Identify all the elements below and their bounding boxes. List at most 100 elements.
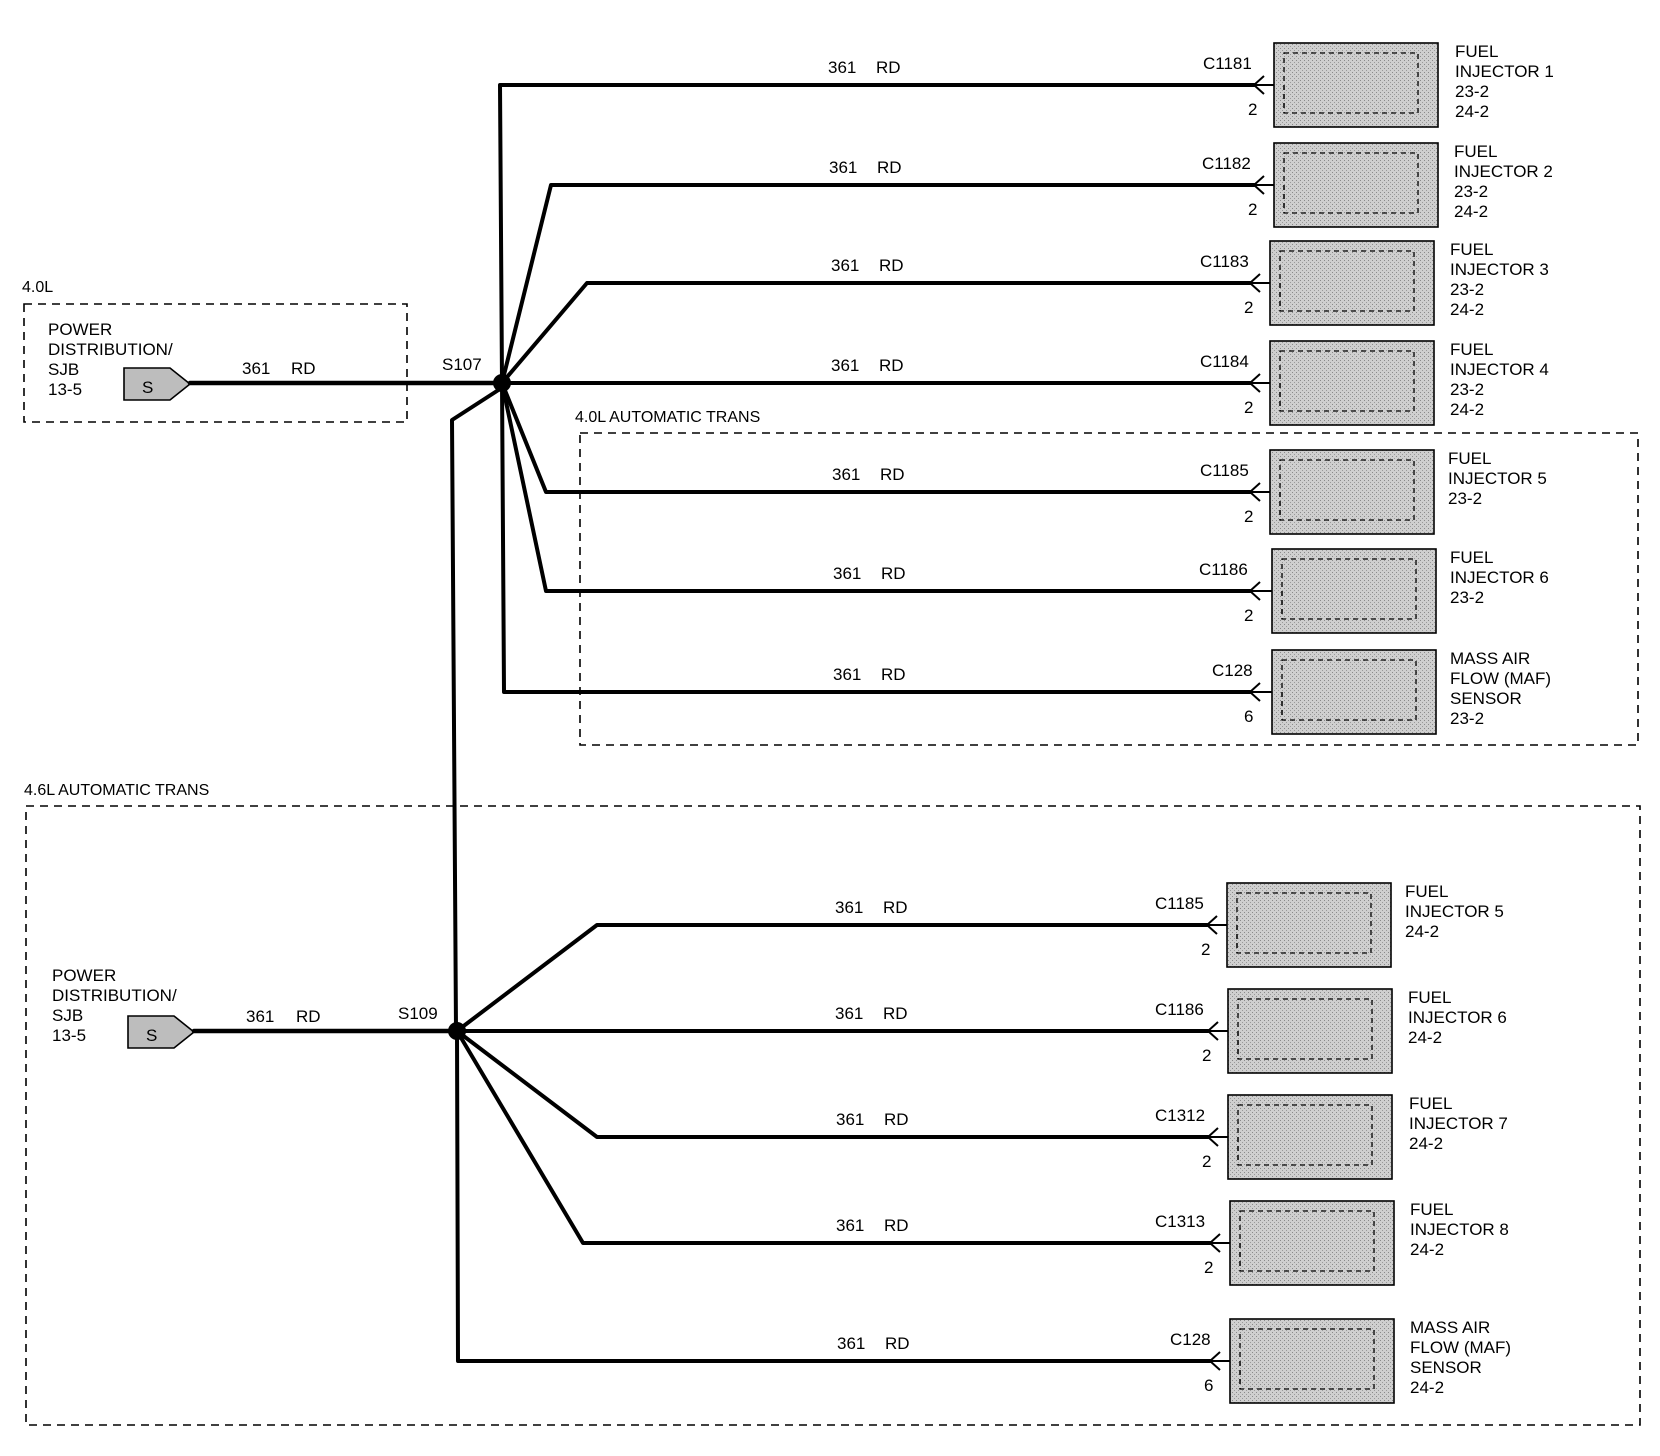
component-label-line: INJECTOR 7 [1409,1114,1508,1133]
component-label-line: INJECTOR 8 [1410,1220,1509,1239]
component-inner-outline [1279,459,1415,521]
splice-s109-label: S109 [398,1004,438,1023]
wire-circuit-label: 361 [836,1110,864,1129]
component-label-line: INJECTOR 6 [1450,568,1549,587]
component-inner-outline [1236,892,1372,954]
connector-id: C1313 [1155,1212,1205,1231]
component-label-line: FUEL [1454,142,1497,161]
source-2-color: RD [296,1007,321,1026]
splice-s109-dot [448,1022,466,1040]
source-1-terminal-icon [123,367,192,401]
component-label-line: FUEL [1405,882,1448,901]
wire-color-label: RD [876,58,901,77]
component-label-line: FUEL [1448,449,1491,468]
wire-circuit-label: 361 [831,256,859,275]
connector-pin: 2 [1244,606,1253,625]
wire-circuit-label: 361 [836,1216,864,1235]
component-inner-outline [1237,1104,1373,1166]
component-label-line: 23-2 [1450,709,1484,728]
source-2-pin: S [146,1026,157,1045]
source-1-pin: S [142,378,153,397]
wire-circuit-label: 361 [833,665,861,684]
component-body [1273,42,1439,128]
component-body [1229,1200,1395,1286]
component-label-line: 24-2 [1450,300,1484,319]
component-label-line: 24-2 [1405,922,1439,941]
component-label-line: 23-2 [1448,489,1482,508]
wire-color-label: RD [884,1216,909,1235]
wire-color-label: RD [879,256,904,275]
wire-circuit-label: 361 [828,58,856,77]
branch-wire [500,281,1252,385]
source-2-circuit: 361 [246,1007,274,1026]
connector-id: C1182 [1202,154,1251,173]
source-2-line-1: POWER [52,966,116,985]
source-2-terminal-icon [127,1015,196,1049]
component-label-line: FUEL [1450,548,1493,567]
wire-color-label: RD [885,1334,910,1353]
component-label-line: FLOW (MAF) [1450,669,1551,688]
component-body [1273,142,1439,228]
branch-wire [500,381,1252,593]
wire-color-label: RD [884,1110,909,1129]
connector-id: C1312 [1155,1106,1205,1125]
component-label-line: 24-2 [1408,1028,1442,1047]
component-label-line: INJECTOR 6 [1408,1008,1507,1027]
component-body [1269,240,1435,326]
component-label-line: INJECTOR 5 [1448,469,1547,488]
wire-circuit-label: 361 [835,898,863,917]
component-label-line: FUEL [1450,340,1493,359]
source-1-line-4: 13-5 [48,380,82,399]
component-label-line: FUEL [1408,988,1451,1007]
component-inner-outline [1237,998,1373,1060]
component-label-line: 24-2 [1410,1240,1444,1259]
splice-s107-label: S107 [442,355,482,374]
connector-pin: 2 [1244,298,1253,317]
wire-circuit-label: 361 [835,1004,863,1023]
connector-pin: 2 [1201,940,1210,959]
component-body [1271,548,1437,634]
connector-pin: 2 [1248,200,1257,219]
component-label-line: MASS AIR [1450,649,1530,668]
source-1-line-1: POWER [48,320,112,339]
component-label-line: 24-2 [1455,102,1489,121]
component-label-line: INJECTOR 4 [1450,360,1549,379]
component-inner-outline [1283,152,1419,214]
connector-pin: 2 [1204,1258,1213,1277]
source-2-line-2: DISTRIBUTION/ [52,986,177,1005]
zone-40l-label: 4.0L [22,279,53,296]
branch-wire [500,381,1252,494]
component-label-line: SENSOR [1410,1358,1482,1377]
component-body [1227,988,1393,1074]
connector-id: C1186 [1155,1000,1204,1019]
connector-pin: 6 [1244,707,1253,726]
zone-46l-auto-box [25,805,1641,1426]
connector-pin: 2 [1244,398,1253,417]
component-label-line: 23-2 [1450,380,1484,399]
source-1-circuit: 361 [242,359,270,378]
trunk-wire-s107-to-s109 [450,387,502,1032]
component-body [1229,1318,1395,1404]
component-label-line: 23-2 [1450,280,1484,299]
connector-pin: 2 [1202,1152,1211,1171]
zone-40l-box [23,303,408,423]
connector-id: C1185 [1200,461,1249,480]
component-label-line: 23-2 [1455,82,1489,101]
branch-wire [455,923,1209,1033]
source-1-color: RD [291,359,316,378]
component-label-line: FUEL [1455,42,1498,61]
connector-pin: 2 [1248,100,1257,119]
component-label-line: 24-2 [1454,202,1488,221]
connector-id: C1181 [1203,54,1252,73]
branch-wire [455,1029,1212,1363]
component-label-line: INJECTOR 2 [1454,162,1553,181]
wire-circuit-label: 361 [831,356,859,375]
component-label-line: FUEL [1409,1094,1452,1113]
source-1-line-3: SJB [48,360,79,379]
component-inner-outline [1279,350,1415,412]
zone-46l-auto-label: 4.6L AUTOMATIC TRANS [24,782,209,799]
branch-wire [500,183,1256,385]
component-label-line: INJECTOR 1 [1455,62,1554,81]
component-inner-outline [1239,1210,1375,1272]
